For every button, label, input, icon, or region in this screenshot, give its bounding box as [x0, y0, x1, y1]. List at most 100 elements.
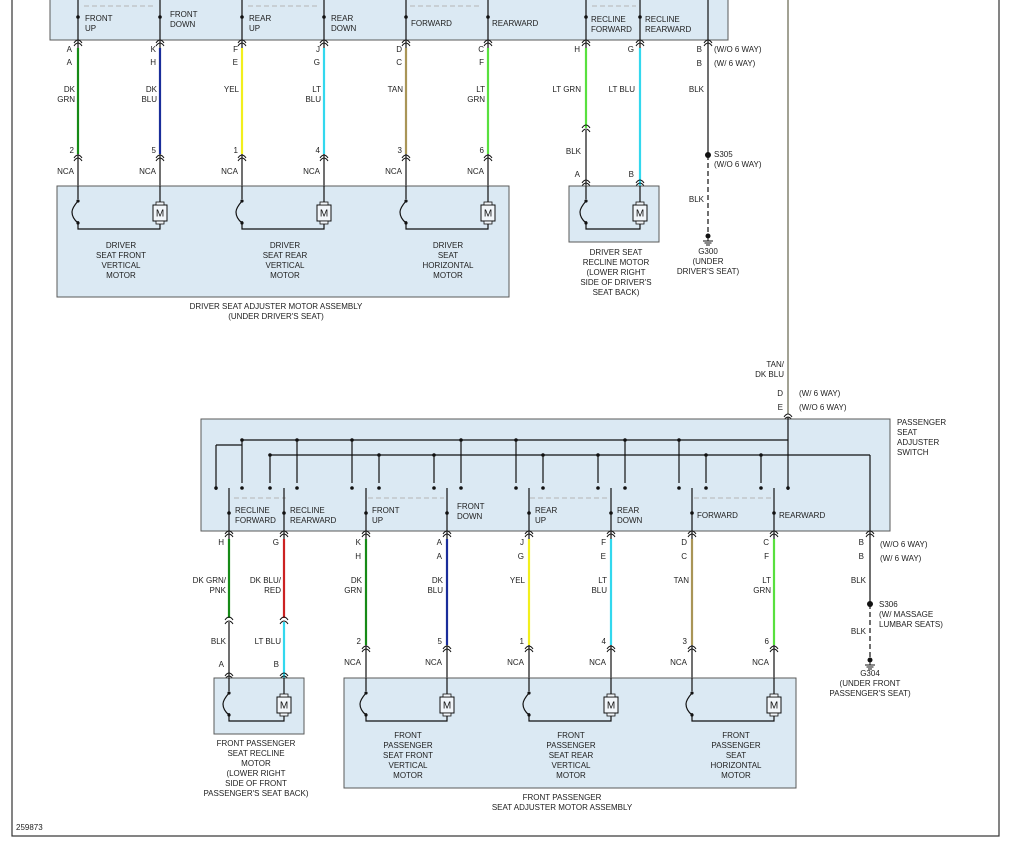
motor-label: FRONT	[722, 731, 750, 740]
svg-text:J: J	[316, 45, 320, 54]
svg-text:B: B	[274, 660, 279, 669]
switch-label: REAR	[249, 14, 271, 23]
motor-label: MOTOR	[270, 271, 300, 280]
passenger-seat-motor-assembly: FRONT PASSENGER SEAT FRONT VERTICAL MOTO…	[343, 677, 797, 812]
motor-label: MOTOR	[393, 771, 423, 780]
switch-label: DOWN	[331, 24, 357, 33]
assembly-caption: DRIVER SEAT ADJUSTER MOTOR ASSEMBLY	[190, 302, 363, 311]
svg-text:SEAT RECLINE: SEAT RECLINE	[227, 749, 284, 758]
switch-label: REAR	[331, 14, 353, 23]
assembly-caption: (UNDER DRIVER'S SEAT)	[228, 312, 324, 321]
svg-text:BLK: BLK	[689, 85, 705, 94]
svg-text:LT BLU: LT BLU	[255, 637, 282, 646]
svg-text:DK BLU: DK BLU	[755, 370, 784, 379]
svg-text:TAN: TAN	[388, 85, 404, 94]
switch-label: UP	[85, 24, 96, 33]
svg-text:BLK: BLK	[851, 576, 867, 585]
svg-text:H: H	[355, 552, 361, 561]
svg-text:B: B	[697, 59, 702, 68]
svg-text:(UNDER: (UNDER	[692, 257, 723, 266]
switch-label: REARWARD	[290, 516, 336, 525]
switch-label: FORWARD	[697, 511, 738, 520]
svg-text:H: H	[218, 538, 224, 547]
svg-text:GRN: GRN	[753, 586, 771, 595]
svg-text:LT: LT	[598, 576, 607, 585]
svg-text:A: A	[67, 45, 73, 54]
svg-text:F: F	[764, 552, 769, 561]
svg-text:LT: LT	[312, 85, 321, 94]
svg-text:(LOWER RIGHT: (LOWER RIGHT	[586, 268, 645, 277]
motor-label: SEAT REAR	[549, 751, 594, 760]
svg-text:K: K	[356, 538, 362, 547]
figure-id: 259873	[16, 823, 43, 832]
switch-label: RECLINE	[645, 15, 680, 24]
svg-text:(W/ MASSAGE: (W/ MASSAGE	[879, 610, 933, 619]
switch-label: FORWARD	[235, 516, 276, 525]
svg-text:DRIVER'S SEAT): DRIVER'S SEAT)	[677, 267, 740, 276]
motor-label: SEAT	[726, 751, 746, 760]
svg-text:S305: S305	[714, 150, 733, 159]
svg-text:BLU: BLU	[141, 95, 157, 104]
svg-text:BLU: BLU	[427, 586, 443, 595]
svg-text:(W/O 6 WAY): (W/O 6 WAY)	[714, 45, 762, 54]
svg-text:E: E	[778, 403, 783, 412]
switch-label: REAR	[617, 506, 639, 515]
svg-text:G: G	[273, 538, 279, 547]
driver-seat-adjuster-switch: FRONT UP FRONT DOWN REAR UP REAR DOWN FO…	[49, 0, 729, 41]
driver-recline-motor: DRIVER SEAT RECLINE MOTOR (LOWER RIGHT S…	[568, 185, 660, 297]
svg-text:E: E	[601, 552, 606, 561]
svg-text:C: C	[478, 45, 484, 54]
switch-label: REARWARD	[492, 19, 538, 28]
svg-text:NCA: NCA	[344, 658, 362, 667]
switch-title: SWITCH	[897, 448, 929, 457]
svg-text:(W/O 6 WAY): (W/O 6 WAY)	[799, 403, 847, 412]
svg-text:BLK: BLK	[851, 627, 867, 636]
svg-text:A: A	[67, 58, 73, 67]
svg-text:1: 1	[520, 637, 525, 646]
svg-text:PNK: PNK	[210, 586, 227, 595]
svg-text:NCA: NCA	[507, 658, 525, 667]
svg-text:D: D	[396, 45, 402, 54]
switch-label: FORWARD	[411, 19, 452, 28]
switch-label: UP	[535, 516, 546, 525]
driver-harness	[73, 39, 714, 246]
svg-text:3: 3	[683, 637, 688, 646]
svg-text:SIDE OF DRIVER'S: SIDE OF DRIVER'S	[580, 278, 651, 287]
svg-text:E: E	[233, 58, 238, 67]
svg-text:TAN: TAN	[674, 576, 690, 585]
svg-text:NCA: NCA	[57, 167, 75, 176]
svg-text:(UNDER FRONT: (UNDER FRONT	[840, 679, 901, 688]
svg-text:DK: DK	[64, 85, 76, 94]
svg-text:NCA: NCA	[385, 167, 403, 176]
switch-label: FRONT	[457, 502, 485, 511]
assembly-caption: SEAT ADJUSTER MOTOR ASSEMBLY	[492, 803, 633, 812]
svg-text:(W/ 6 WAY): (W/ 6 WAY)	[714, 59, 756, 68]
svg-text:RECLINE MOTOR: RECLINE MOTOR	[583, 258, 650, 267]
svg-text:(W/ 6 WAY): (W/ 6 WAY)	[880, 554, 922, 563]
svg-text:H: H	[150, 58, 156, 67]
svg-text:LT GRN: LT GRN	[552, 85, 581, 94]
svg-text:C: C	[763, 538, 769, 547]
motor-label: SEAT FRONT	[96, 251, 146, 260]
svg-text:NCA: NCA	[221, 167, 239, 176]
svg-text:BLU: BLU	[305, 95, 321, 104]
svg-text:G300: G300	[698, 247, 718, 256]
svg-text:A: A	[219, 660, 225, 669]
diagram-frame	[11, 0, 1000, 837]
motor-label: FRONT	[394, 731, 422, 740]
svg-text:DK: DK	[432, 576, 444, 585]
switch-label: RECLINE	[235, 506, 270, 515]
svg-text:SIDE OF FRONT: SIDE OF FRONT	[225, 779, 287, 788]
driver-wire-labels: A A DK GRN 2 NCA K H DK BLU 5 NCA F E YE…	[57, 45, 762, 276]
switch-label: UP	[372, 516, 383, 525]
switch-label: RECLINE	[591, 15, 626, 24]
svg-text:B: B	[859, 538, 864, 547]
svg-text:(LOWER RIGHT: (LOWER RIGHT	[226, 769, 285, 778]
motor-label: DRIVER	[106, 241, 136, 250]
svg-text:(W/ 6 WAY): (W/ 6 WAY)	[799, 389, 841, 398]
svg-text:B: B	[859, 552, 864, 561]
driver-seat-motor-assembly: DRIVER SEAT FRONT VERTICAL MOTOR DRIVER …	[56, 185, 510, 321]
svg-text:F: F	[601, 538, 606, 547]
svg-text:2: 2	[70, 146, 75, 155]
motor-label: PASSENGER	[546, 741, 595, 750]
